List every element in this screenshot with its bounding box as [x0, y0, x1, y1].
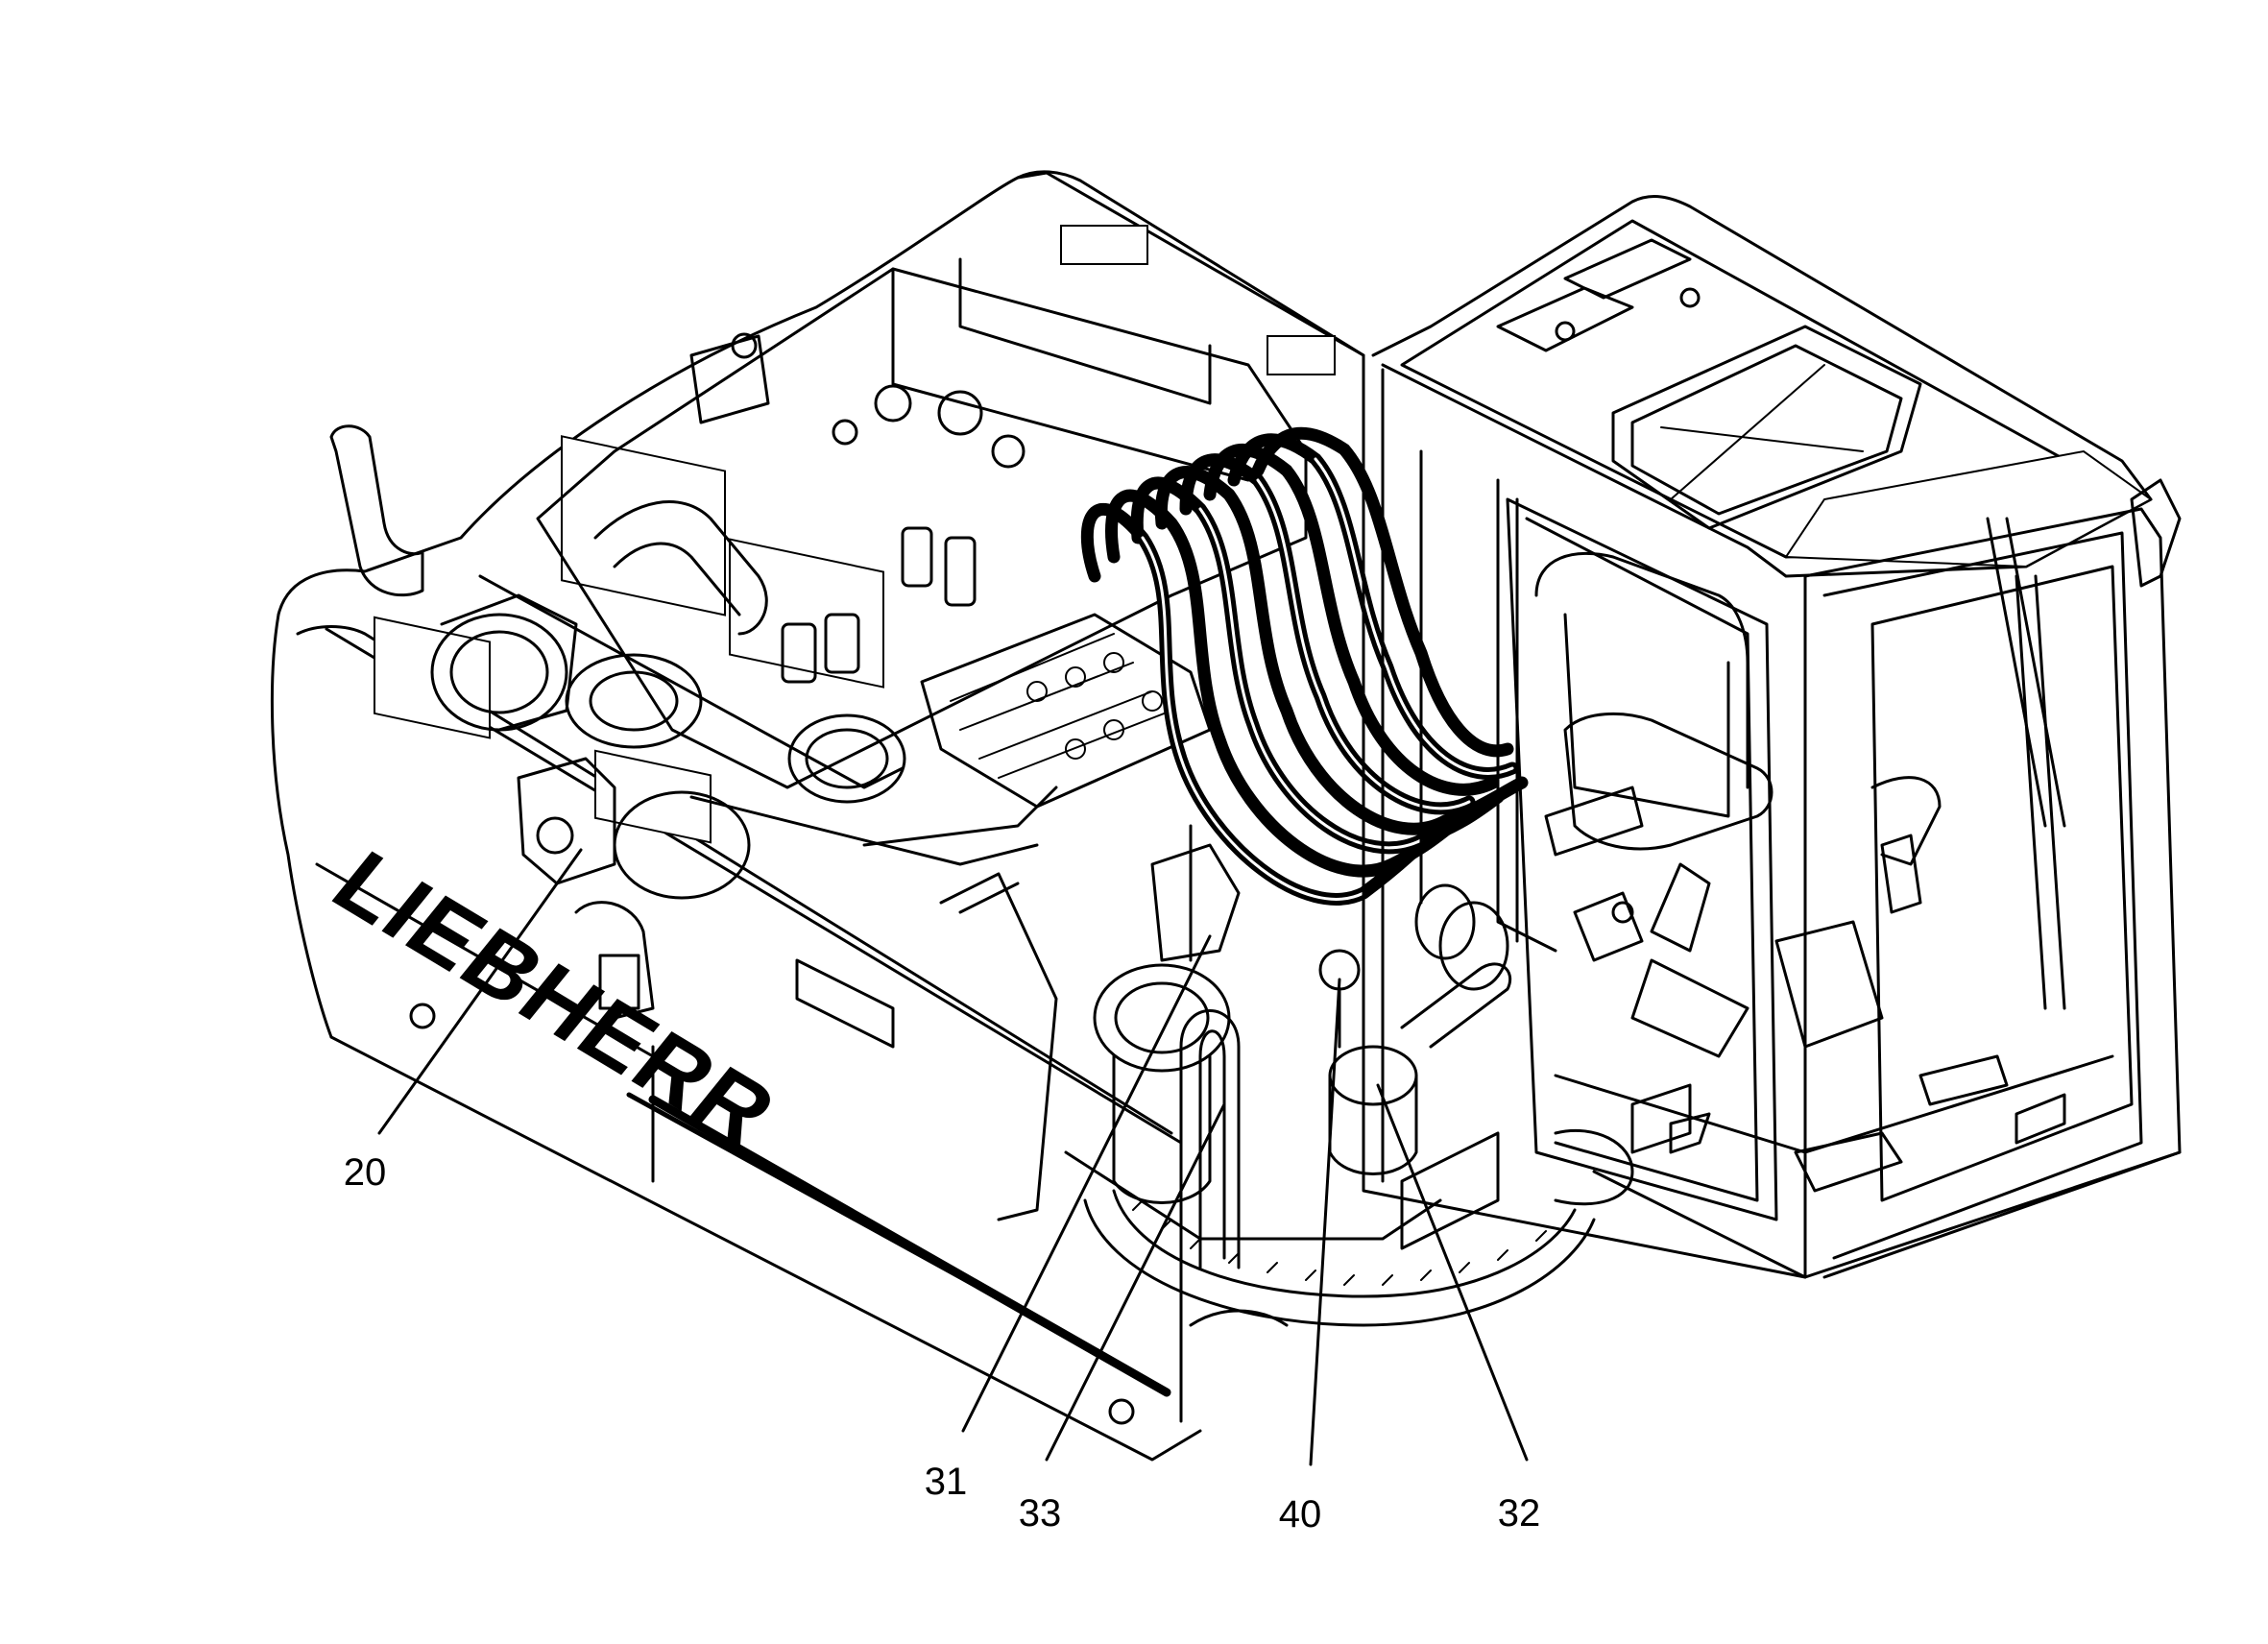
engine-compartment	[374, 225, 1336, 1049]
callout-leader-lines	[377, 848, 1529, 1466]
callout-31: 31	[925, 1461, 968, 1503]
swing-drive	[939, 824, 1634, 1327]
callout-labels: 20 31 33 40 32	[344, 1151, 1541, 1535]
exhaust-stack	[329, 424, 424, 597]
leader-line-20	[377, 848, 583, 1135]
leader-line-32	[1376, 1083, 1529, 1462]
leader-line-33	[1045, 1102, 1226, 1462]
callout-33: 33	[1019, 1492, 1062, 1535]
callout-40: 40	[1279, 1493, 1322, 1535]
hydraulic-hose-bundle	[1080, 426, 1529, 906]
callout-20: 20	[344, 1151, 387, 1194]
operator-cab	[1362, 195, 2182, 1279]
callout-32: 32	[1498, 1492, 1541, 1535]
leader-line-40	[1309, 978, 1341, 1466]
leader-line-31	[961, 934, 1212, 1433]
